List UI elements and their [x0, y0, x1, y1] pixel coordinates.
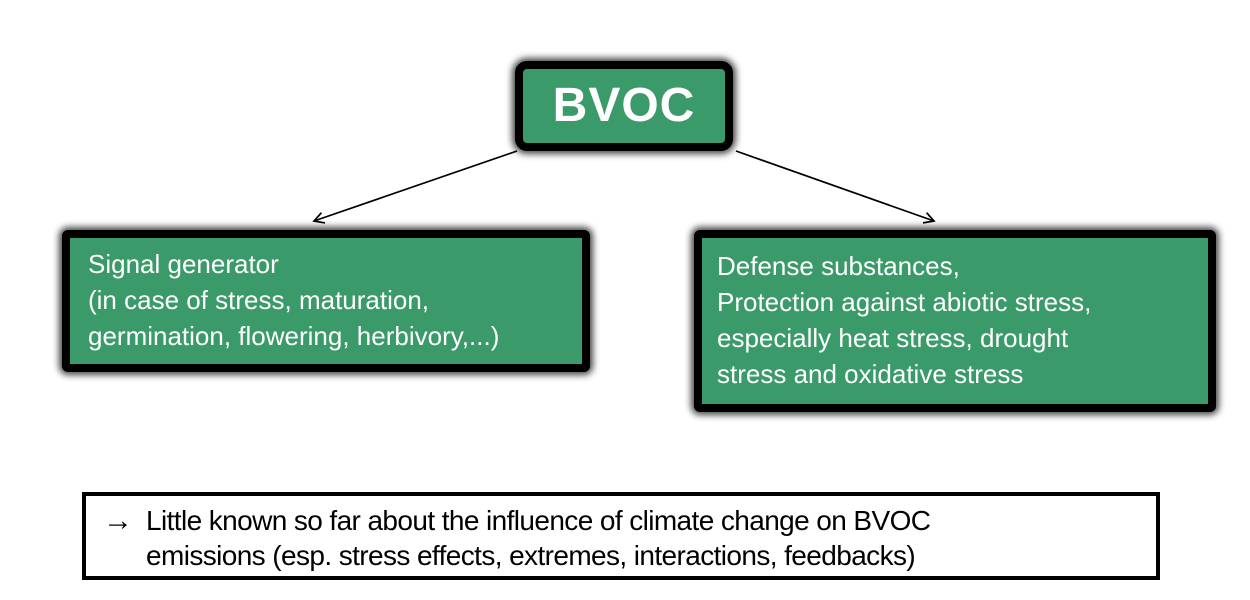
arrow-to-right-box: [735, 150, 936, 224]
conclusion-note-text: Little known so far about the influence …: [146, 503, 931, 573]
defense-substances-box: Defense substances, Protection against a…: [694, 230, 1216, 412]
signal-generator-line: germination, flowering, herbivory,...): [88, 321, 500, 351]
conclusion-note-line: emissions (esp. stress effects, extremes…: [146, 540, 916, 571]
defense-substances-line: especially heat stress, drought: [717, 323, 1069, 353]
defense-substances-line: Protection against abiotic stress,: [717, 287, 1092, 317]
arrow-to-left-box: [312, 150, 518, 224]
conclusion-note-line: Little known so far about the influence …: [146, 505, 931, 536]
signal-generator-line: (in case of stress, maturation,: [88, 285, 430, 315]
conclusion-note-box: → Little known so far about the influenc…: [82, 492, 1160, 580]
right-arrow-bullet-icon: →: [103, 504, 133, 537]
signal-generator-box: Signal generator (in case of stress, mat…: [62, 230, 590, 372]
defense-substances-line: Defense substances,: [717, 251, 960, 281]
signal-generator-line: Signal generator: [88, 249, 279, 279]
defense-substances-line: stress and oxidative stress: [717, 359, 1024, 389]
bvoc-label: BVOC: [552, 79, 696, 132]
bvoc-root-box: BVOC: [515, 61, 733, 151]
